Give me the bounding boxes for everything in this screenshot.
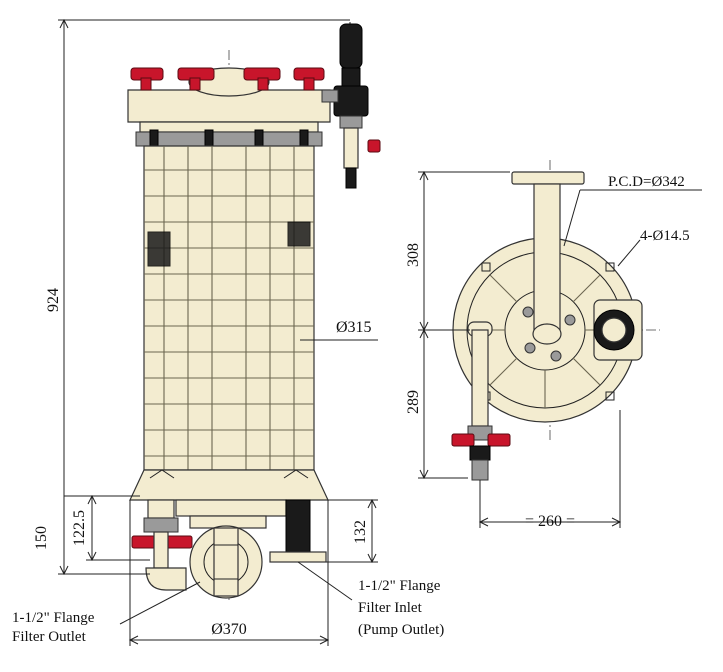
dim-inlet-height-label: 132 bbox=[352, 520, 369, 544]
outlet-flange bbox=[189, 525, 263, 599]
inlet-label-line2: Filter Inlet bbox=[358, 600, 423, 616]
housing-base bbox=[129, 469, 329, 501]
outlet-valve bbox=[131, 499, 193, 591]
housing-logo-left bbox=[147, 231, 171, 267]
inlet-label-line3: (Pump Outlet) bbox=[358, 622, 444, 638]
dim-top-view-width-label: = 260 = bbox=[525, 513, 575, 530]
dim-base-height: 150 bbox=[33, 495, 140, 550]
top-view: 308 289 = 260 = P.C.D=Ø342 4-Ø14.5 bbox=[405, 160, 702, 530]
dim-outlet-height: 122.5 bbox=[71, 494, 150, 562]
dim-body-diameter-label: Ø315 bbox=[336, 319, 372, 336]
dim-top-view-vertical: 308 289 bbox=[405, 170, 510, 480]
dim-top-view-lower-label: 289 bbox=[405, 390, 422, 414]
outlet-label-line2: Filter Outlet bbox=[12, 629, 87, 645]
dim-base-diameter: Ø370 bbox=[128, 500, 330, 646]
dim-outlet-height-label: 122.5 bbox=[71, 510, 88, 546]
holes-label: 4-Ø14.5 bbox=[640, 228, 690, 244]
clamp-band bbox=[135, 131, 323, 147]
inlet-pipe bbox=[269, 499, 327, 563]
inlet-label-line1: 1-1/2" Flange bbox=[358, 578, 441, 594]
pressure-gauge-assembly bbox=[321, 22, 381, 189]
dim-top-view-upper-label: 308 bbox=[405, 243, 422, 267]
dim-body-diameter: Ø315 bbox=[300, 319, 378, 341]
pressure-gauge-icon bbox=[339, 23, 363, 69]
dim-top-view-width: = 260 = bbox=[478, 410, 622, 530]
front-view: 924 150 122.5 Ø315 132 bbox=[33, 18, 381, 646]
housing-logo-right bbox=[287, 221, 311, 247]
outlet-label-line1: 1-1/2" Flange bbox=[12, 610, 95, 626]
lid-clamp-handles bbox=[130, 67, 325, 91]
dim-inlet-height: 132 bbox=[326, 498, 378, 564]
dim-total-height-label: 924 bbox=[45, 288, 62, 312]
filter-housing bbox=[143, 145, 315, 471]
pcd-label: P.C.D=Ø342 bbox=[608, 174, 685, 190]
housing-ribs bbox=[144, 146, 314, 470]
dim-base-diameter-label: Ø370 bbox=[211, 621, 247, 638]
dim-total-height: 924 bbox=[45, 18, 350, 576]
dim-base-height-label: 150 bbox=[33, 526, 50, 550]
